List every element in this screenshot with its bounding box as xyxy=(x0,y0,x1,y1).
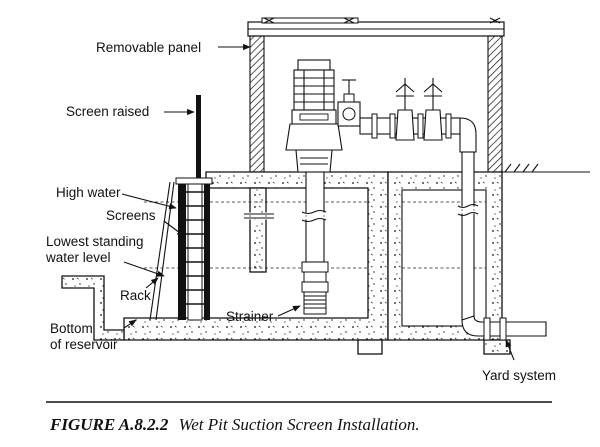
vertical-pump xyxy=(285,59,343,315)
concrete-pit xyxy=(61,171,511,355)
label-screen-raised: Screen raised xyxy=(66,104,149,119)
label-bottom: Bottom xyxy=(50,321,93,336)
pump-house xyxy=(247,17,505,173)
label-water-level: water level xyxy=(45,250,111,265)
label-of-reservoir: of reservoir xyxy=(50,337,118,352)
label-lowest-standing: Lowest standing xyxy=(46,234,144,249)
label-yard-system: Yard system xyxy=(482,368,556,383)
leader-lines xyxy=(121,43,515,361)
label-strainer: Strainer xyxy=(226,309,274,324)
screen-assembly xyxy=(149,95,213,321)
label-high-water: High water xyxy=(56,185,121,200)
caption-text: Wet Pit Suction Screen Installation. xyxy=(179,415,420,434)
ground-line xyxy=(502,163,590,173)
label-screens: Screens xyxy=(106,208,156,223)
label-removable-panel: Removable panel xyxy=(96,40,201,55)
discharge-piping xyxy=(337,78,547,341)
label-rack: Rack xyxy=(120,288,151,303)
caption-prefix: FIGURE A.8.2.2 xyxy=(49,415,169,434)
figure-caption: FIGURE A.8.2.2 Wet Pit Suction Screen In… xyxy=(49,415,420,434)
